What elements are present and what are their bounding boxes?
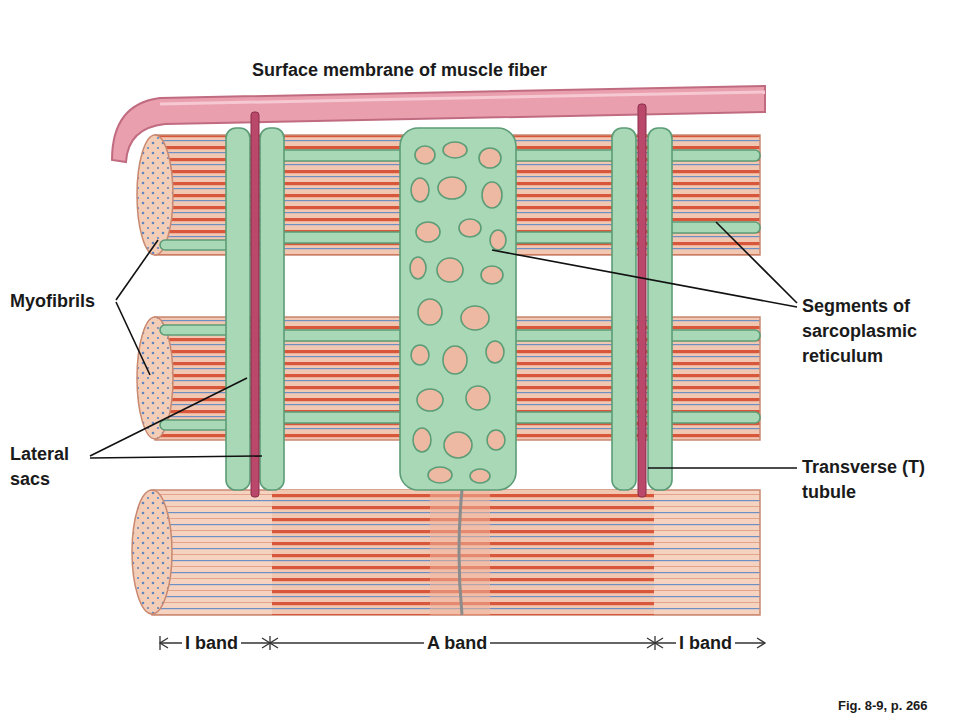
- band-label: I band: [676, 631, 735, 656]
- t-tubule: [251, 104, 646, 497]
- part-label: Transverse (T) tubule: [802, 455, 952, 505]
- band-label: I band: [182, 631, 241, 656]
- band-label: A band: [424, 631, 490, 656]
- part-label: Myofibrils: [10, 289, 95, 314]
- figure-reference: Fig. 8-9, p. 266: [838, 697, 928, 715]
- part-label: Segments of sarcoplasmic reticulum: [802, 294, 952, 370]
- title-label: Surface membrane of muscle fiber: [252, 58, 547, 83]
- leader-line: [90, 222, 797, 468]
- part-label: Lateral sacs: [10, 442, 88, 492]
- sarcoplasmic-reticulum: [160, 128, 760, 490]
